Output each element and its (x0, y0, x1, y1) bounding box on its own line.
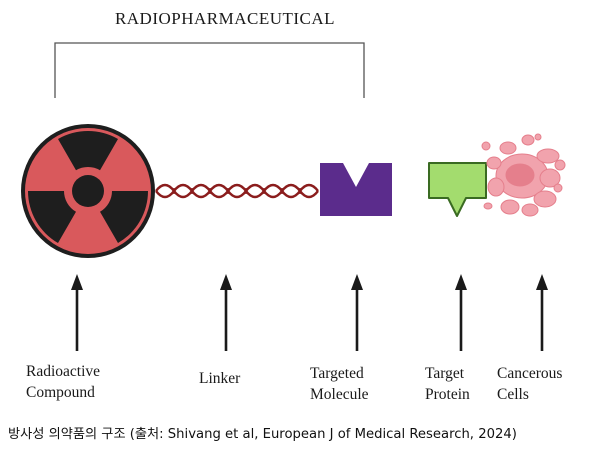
label-line: Radioactive (26, 363, 101, 380)
arrow-cancerous-cells (536, 274, 548, 351)
label-line: Molecule (310, 386, 369, 403)
label-line: Targeted (310, 365, 364, 382)
label-target-protein: Target Protein (425, 363, 470, 405)
arrow-targeted-molecule (351, 274, 363, 351)
label-cancerous-cells: Cancerous Cells (497, 363, 562, 405)
label-line: Target (425, 365, 465, 382)
label-line: Protein (425, 386, 470, 403)
cell-cluster-icon (481, 133, 566, 217)
arrow-radioactive-compound (71, 274, 83, 351)
figure-caption: 방사성 의약품의 구조 (출처: Shivang et al, European… (8, 427, 517, 442)
arrow-linker (220, 274, 232, 351)
label-line: Cancerous (497, 365, 563, 382)
double-helix-icon (155, 183, 319, 199)
label-targeted-molecule: Targeted Molecule (310, 363, 369, 405)
label-linker: Linker (199, 368, 240, 389)
label-radioactive-compound: Radioactive Compound (26, 361, 100, 403)
radiation-trefoil-icon (21, 124, 155, 258)
notched-block-icon (320, 163, 392, 216)
label-line: Cells (497, 386, 529, 403)
diagram-title: RADIOPHARMACEUTICAL (114, 9, 336, 28)
radiopharmaceutical-diagram (21, 42, 566, 351)
label-line: Linker (199, 370, 241, 387)
arrow-target-protein (455, 274, 467, 351)
bracket (54, 42, 365, 98)
label-line: Compound (26, 384, 95, 401)
shield-tag-icon (428, 162, 487, 217)
